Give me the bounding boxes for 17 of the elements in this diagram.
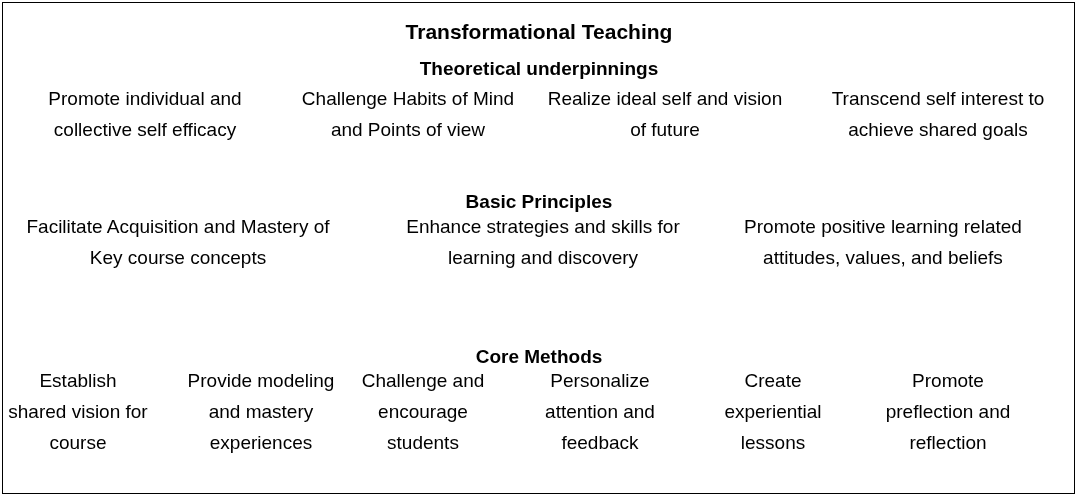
item-text: Provide modeling and mastery experiences [186, 369, 336, 455]
section-heading: Basic Principles [464, 190, 614, 214]
item-text: Personalize attention and feedback [544, 369, 656, 455]
item-text: Establish shared vision for course [8, 369, 148, 455]
item-text: Challenge and encourage students [360, 369, 486, 455]
item-text: Enhance strategies and skills for learning and discovery [405, 215, 681, 270]
item-text: Facilitate Acquisition and Mastery of Key course concepts [25, 215, 331, 270]
item-text: Promote preflection and reflection [884, 369, 1012, 455]
section-heading: Theoretical underpinnings [418, 57, 660, 81]
item-text: Realize ideal self and vision of future [546, 87, 784, 142]
item-text: Transcend self interest to achieve shared goals [830, 87, 1046, 142]
item-text: Create experiential lessons [723, 369, 823, 455]
item-text: Promote positive learning related attitudes, values, and beliefs [743, 215, 1023, 270]
diagram-title: Transformational Teaching [404, 19, 674, 45]
item-text: Challenge Habits of Mind and Points of view [300, 87, 516, 142]
section-heading: Core Methods [474, 345, 604, 369]
item-text: Promote individual and collective self efficacy [47, 87, 243, 142]
